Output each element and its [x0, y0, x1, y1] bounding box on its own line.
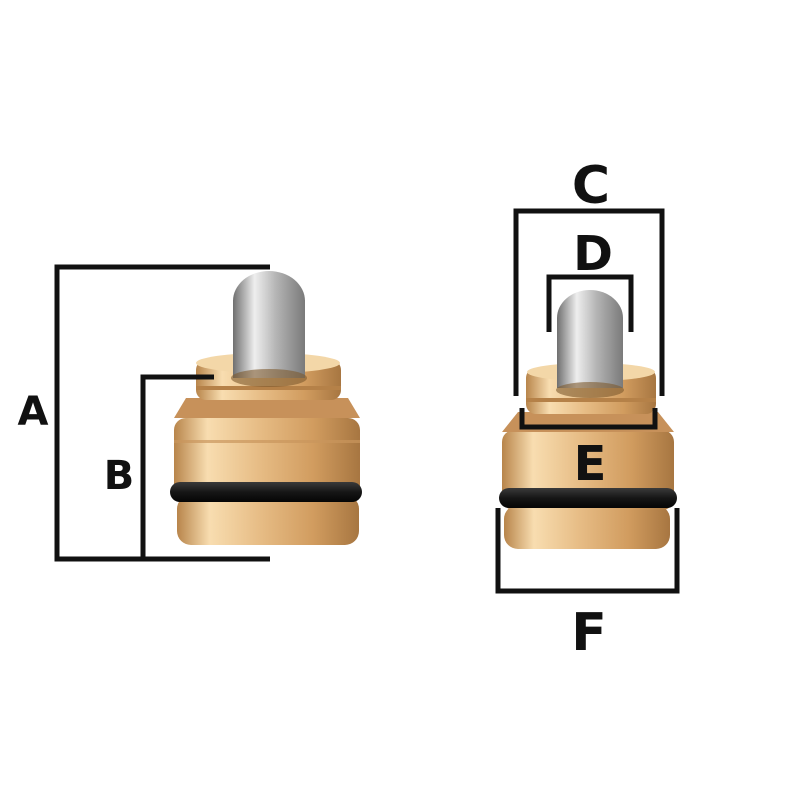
- o-ring-front: [499, 488, 677, 508]
- steel-pin: [231, 271, 307, 387]
- bracket-a: [54, 264, 270, 562]
- label-c: C: [572, 156, 610, 216]
- part-side-view: [170, 271, 362, 545]
- bracket-f: [495, 508, 680, 594]
- bracket-d: [546, 274, 634, 332]
- label-a: A: [18, 389, 49, 435]
- part-front-view: [499, 290, 677, 549]
- steel-pin-front: [556, 290, 624, 398]
- label-d: D: [573, 226, 613, 282]
- label-b: B: [104, 453, 135, 499]
- bracket-e: [519, 408, 658, 430]
- label-f: F: [571, 603, 607, 663]
- label-e: E: [574, 436, 607, 492]
- o-ring: [170, 482, 362, 502]
- bracket-b: [140, 374, 214, 559]
- bracket-c: [513, 208, 665, 396]
